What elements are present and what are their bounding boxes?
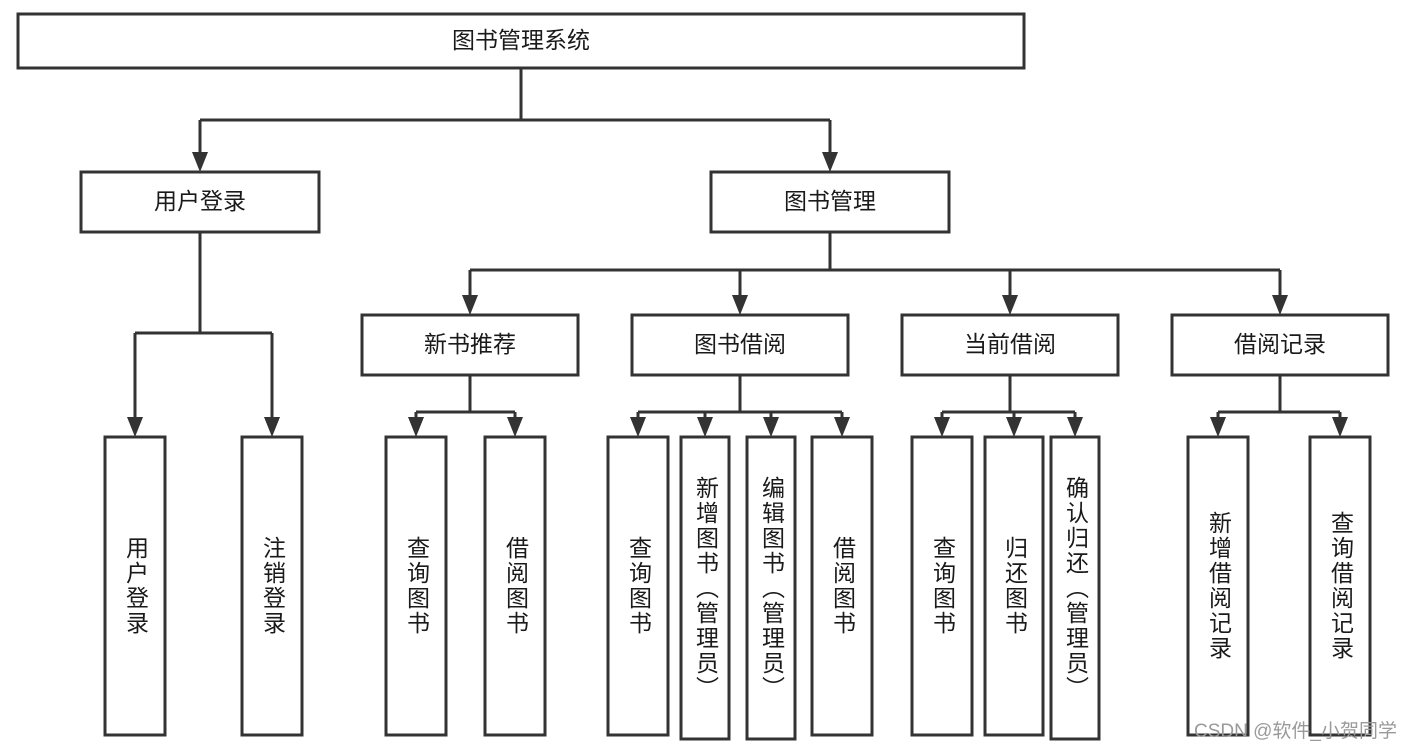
node-leaf-user-login[interactable] bbox=[103, 435, 167, 737]
node-leaf-borrow-book-bor[interactable] bbox=[810, 435, 874, 737]
arrow-head bbox=[507, 417, 523, 437]
node-leaf-return-book[interactable] bbox=[983, 435, 1045, 737]
node-current-borrow[interactable] bbox=[900, 313, 1120, 377]
node-leaf-add-record[interactable] bbox=[1186, 435, 1250, 737]
node-box-layer bbox=[16, 12, 1390, 741]
arrow-head bbox=[630, 417, 646, 437]
arrow-head bbox=[697, 417, 713, 437]
node-root-label: 图书管理系统 bbox=[452, 27, 590, 53]
arrow-head bbox=[1006, 417, 1022, 437]
node-leaf-logout[interactable] bbox=[240, 435, 304, 737]
arrow-head bbox=[834, 417, 850, 437]
node-leaf-query-book-cur[interactable] bbox=[910, 435, 974, 737]
arrow-head bbox=[934, 417, 950, 437]
node-leaf-confirm-return[interactable] bbox=[1049, 435, 1101, 741]
node-leaf-query-record[interactable] bbox=[1308, 435, 1372, 737]
node-leaf-query-book-rec[interactable] bbox=[384, 435, 448, 737]
node-user-login-label: 用户登录 bbox=[154, 188, 246, 214]
arrow-head bbox=[1332, 417, 1348, 437]
arrow-head bbox=[127, 417, 143, 437]
arrow-head bbox=[408, 417, 424, 437]
node-borrow-record[interactable] bbox=[1170, 313, 1390, 377]
node-current-borrow-label: 当前借阅 bbox=[964, 331, 1056, 357]
node-book-borrow-label: 图书借阅 bbox=[694, 331, 786, 357]
node-leaf-query-book-bor[interactable] bbox=[606, 435, 670, 737]
node-book-borrow[interactable] bbox=[630, 313, 850, 377]
arrow-head bbox=[192, 152, 208, 172]
arrow-head bbox=[1002, 295, 1018, 315]
node-user-login[interactable] bbox=[79, 170, 321, 234]
node-leaf-edit-book[interactable] bbox=[745, 435, 797, 741]
node-leaf-add-book[interactable] bbox=[679, 435, 731, 741]
arrow-head bbox=[1067, 417, 1083, 437]
node-leaf-borrow-book-rec[interactable] bbox=[483, 435, 547, 737]
arrow-head bbox=[1210, 417, 1226, 437]
arrow-head bbox=[763, 417, 779, 437]
arrow-head bbox=[822, 152, 838, 172]
node-new-book-rec[interactable] bbox=[360, 313, 580, 377]
arrow-head bbox=[732, 295, 748, 315]
arrow-head bbox=[462, 295, 478, 315]
node-new-book-rec-label: 新书推荐 bbox=[424, 331, 516, 357]
arrow-head bbox=[1272, 295, 1288, 315]
watermark: CSDN @软件_小贺同学 bbox=[1194, 721, 1397, 742]
node-root[interactable] bbox=[16, 12, 1026, 70]
node-book-manage[interactable] bbox=[709, 170, 951, 234]
node-book-manage-label: 图书管理 bbox=[784, 188, 876, 214]
arrow-head bbox=[264, 417, 280, 437]
node-borrow-record-label: 借阅记录 bbox=[1234, 331, 1326, 357]
connector-layer bbox=[127, 68, 1348, 437]
